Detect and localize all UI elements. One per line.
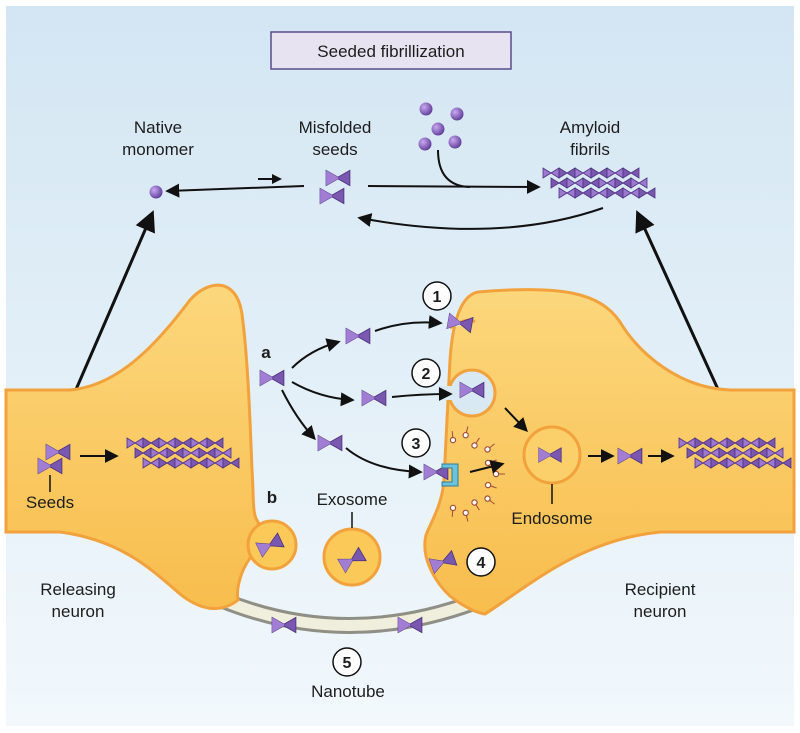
label-nanotube: Nanotube [311, 682, 385, 701]
label-misfolded-seeds-line2: seeds [312, 140, 357, 159]
label-releasing-neuron-line2: neuron [52, 602, 105, 621]
amyloid-fibril-recipient [678, 437, 792, 469]
releasing-neuron [4, 283, 263, 611]
svg-text:1: 1 [433, 289, 442, 306]
step-marker-1: 1 [422, 281, 452, 311]
label-misfolded-seeds-line1: Misfolded [299, 118, 372, 137]
fibril-unit [766, 447, 784, 459]
top-pathway-arrows [165, 149, 604, 230]
step-marker-2: 2 [411, 358, 441, 388]
receptor [441, 463, 459, 487]
svg-text:2: 2 [422, 366, 431, 383]
label-seeds: Seeds [26, 493, 74, 512]
fibril-unit [206, 437, 224, 449]
fibril-unit [758, 437, 776, 449]
fibril-unit [222, 457, 240, 469]
nanotube [218, 592, 478, 634]
label-recipient-neuron-line2: neuron [634, 602, 687, 621]
fibril-unit [622, 167, 640, 179]
label-releasing-neuron-line1: Releasing [40, 580, 116, 599]
letter-a: a [261, 343, 271, 362]
fibril-unit [638, 187, 656, 199]
arrow-recipient-to-fibrils [635, 210, 734, 421]
amyloid-fibril-releasing [126, 437, 240, 469]
endosome [522, 425, 582, 485]
title-box [270, 31, 512, 70]
label-amyloid-fibrils-line1: Amyloid [560, 118, 620, 137]
step-marker-3: 3 [401, 428, 431, 458]
native-monomer-sphere [149, 185, 163, 199]
step-marker-4: 4 [466, 547, 496, 577]
svg-text:5: 5 [343, 655, 352, 672]
fibril-unit [214, 447, 232, 459]
label-amyloid-fibrils-line2: fibrils [570, 140, 610, 159]
label-endosome: Endosome [511, 509, 592, 528]
label-native-monomer-line2: monomer [122, 140, 194, 159]
budding-vesicle [246, 519, 298, 571]
monomer-cluster [418, 102, 464, 151]
label-native-monomer-line1: Native [134, 118, 182, 137]
label-recipient-neuron-line1: Recipient [625, 580, 696, 599]
label-exosome: Exosome [317, 490, 388, 509]
fibril-unit [774, 457, 792, 469]
amyloid-fibril-top [542, 167, 656, 199]
fibril-unit [630, 177, 648, 189]
diagram-title: Seeded fibrillization [317, 42, 464, 61]
letter-b: b [267, 488, 277, 507]
svg-text:3: 3 [412, 436, 421, 453]
uptake-pathway-arrows [281, 315, 675, 479]
step-marker-5: 5 [332, 647, 362, 677]
svg-text:4: 4 [477, 555, 486, 572]
exosome [322, 527, 382, 587]
